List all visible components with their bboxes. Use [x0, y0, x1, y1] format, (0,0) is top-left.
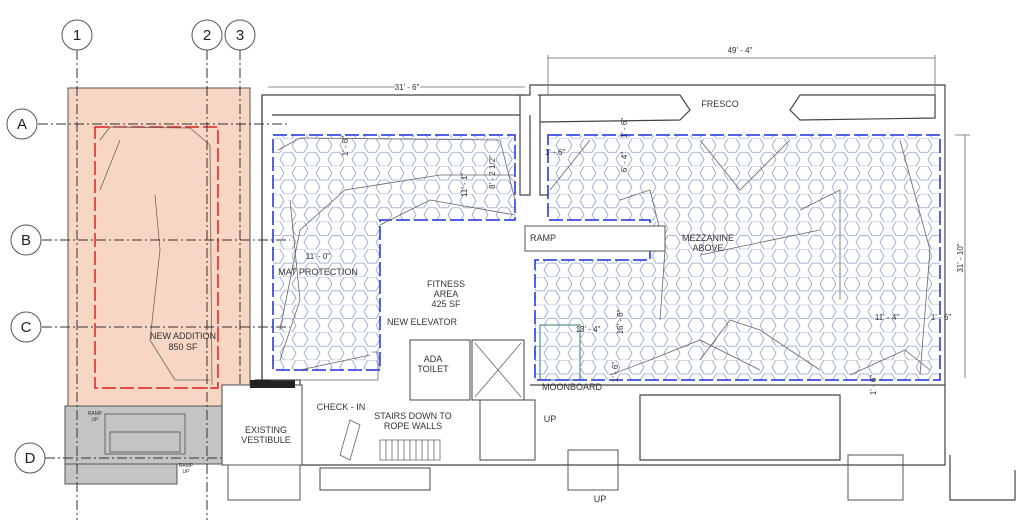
- svg-text:A: A: [17, 116, 27, 133]
- up-label-2: UP: [594, 494, 607, 504]
- mezzanine-label-2: ABOVE: [692, 243, 723, 253]
- svg-text:B: B: [21, 232, 31, 249]
- grid-bubble-1: 1: [61, 19, 93, 51]
- dim-left-wall-height: 11' - 1": [460, 173, 469, 197]
- room-area-fitness: 425 SF: [431, 299, 461, 309]
- dim-right-bottom-offset: 1' - 6": [869, 375, 878, 396]
- room-name-ada-1: ADA: [424, 354, 443, 364]
- svg-text:C: C: [21, 319, 32, 336]
- svg-text:D: D: [25, 450, 36, 467]
- check-in-label: CHECK - IN: [317, 402, 366, 412]
- svg-text:3: 3: [236, 27, 244, 44]
- moonboard-label: MOONBOARD: [542, 382, 603, 392]
- mat-protection-label: MAT PROTECTION: [278, 267, 358, 277]
- new-elevator-label: NEW ELEVATOR: [387, 317, 458, 327]
- ramp-label: RAMP: [530, 233, 556, 243]
- dim-right-edge-offset: 1' - 6": [931, 313, 952, 322]
- grid-bubble-2: 2: [191, 19, 223, 51]
- grid-bubble-c: C: [10, 311, 42, 343]
- dim-right-mid: 6' - 4": [620, 152, 629, 173]
- dim-right-lower: 11' - 4": [875, 313, 899, 322]
- dim-top-left: 31' - 6": [395, 83, 420, 92]
- up-label-1: UP: [544, 414, 557, 424]
- ramp-up-label-2b: UP: [183, 469, 191, 475]
- dim-moonboard-width: 13' - 4": [576, 325, 601, 334]
- grid-bubble-a: A: [6, 108, 38, 140]
- dim-left-top-offset: 1' - 6": [341, 136, 350, 157]
- dim-mat-width: 11' - 0": [306, 252, 330, 261]
- room-name-vestibule-2: VESTIBULE: [241, 435, 291, 445]
- room-area-new-addition: 850 SF: [168, 342, 198, 352]
- svg-text:1: 1: [73, 27, 81, 44]
- dim-moonboard-depth: 16' - 6": [616, 309, 625, 334]
- climbing-wall-outline: [94, 126, 219, 389]
- grid-bubble-3: 3: [224, 19, 256, 51]
- dim-moonboard-offset: 1' - 6": [611, 362, 620, 383]
- room-name-fitness-2: AREA: [434, 289, 459, 299]
- climbing-hex-area: [534, 134, 941, 381]
- mat-hex-area: [272, 134, 516, 371]
- room-name-vestibule-1: EXISTING: [245, 425, 287, 435]
- dim-right-top-offset-b: 1' - 6": [620, 118, 629, 139]
- room-name-new-addition: NEW ADDITION: [150, 331, 216, 341]
- ramp-up-label-1a: RAMP: [88, 411, 103, 417]
- grid-bubble-b: B: [10, 224, 42, 256]
- grid-lines: [38, 50, 290, 520]
- room-name-ada-2: TOILET: [417, 364, 449, 374]
- fresco-label: FRESCO: [701, 99, 739, 109]
- dim-right-top-offset-a: 1' - 6": [545, 148, 566, 157]
- dim-top-right: 49' - 4": [728, 46, 753, 55]
- ramp-up-label-2a: RAMP: [179, 463, 194, 469]
- stairs-label-2: ROPE WALLS: [384, 421, 442, 431]
- building-walls: [221, 84, 1016, 501]
- mezzanine-label-1: MEZZANINE: [682, 233, 734, 243]
- room-name-fitness-1: FITNESS: [427, 279, 465, 289]
- svg-text:2: 2: [203, 27, 211, 44]
- stairs-label-1: STAIRS DOWN TO: [374, 411, 452, 421]
- grid-bubble-d: D: [14, 442, 46, 474]
- dim-left-inner: 8' - 2 1/2": [488, 155, 497, 189]
- dim-right-overall: 31' - 10": [956, 243, 965, 272]
- ramp-up-label-1b: UP: [92, 417, 100, 423]
- new-addition-area: [67, 87, 251, 407]
